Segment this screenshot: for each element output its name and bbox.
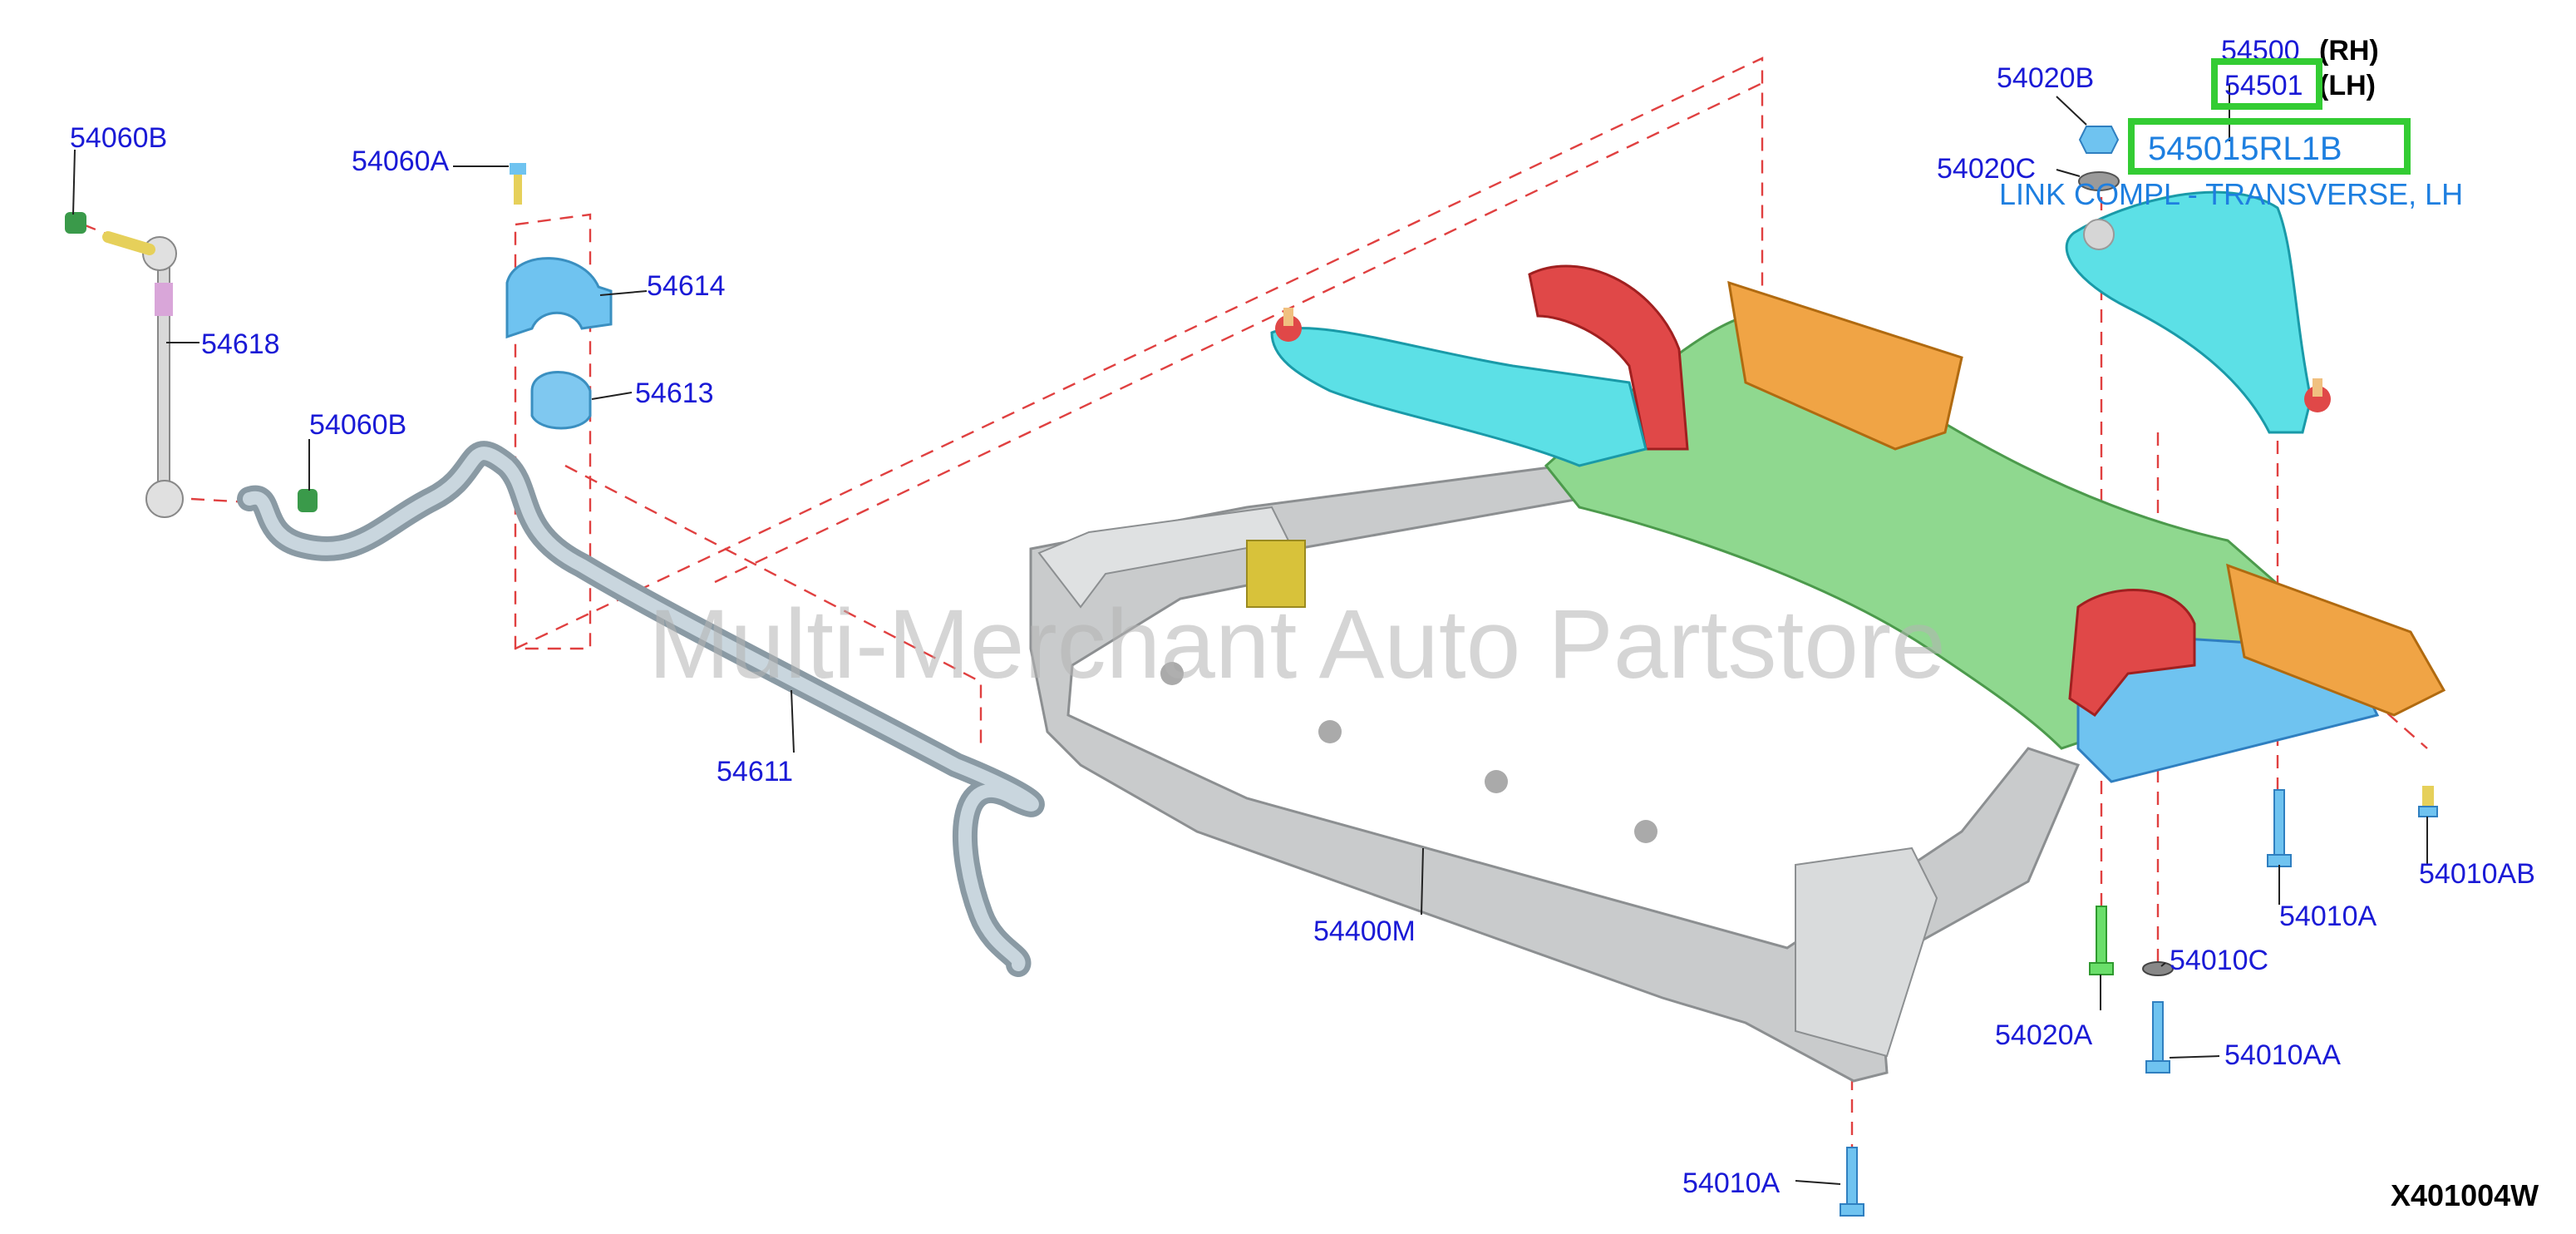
stabilizer-link-54618: [65, 212, 318, 518]
bolt-54010A-right: [2267, 789, 2292, 867]
callout-54501: 54501: [2224, 70, 2303, 101]
callout-54060B-top: 54060B: [70, 122, 167, 154]
callout-54010A-bottom: 54010A: [1682, 1167, 1781, 1199]
callout-54060A: 54060A: [352, 146, 450, 177]
callout-54618: 54618: [201, 328, 280, 360]
bolt-54010AA: [2145, 1001, 2170, 1074]
watermark: Multi-Merchant Auto Partstore: [648, 590, 1946, 699]
highlighted-part-number: 545015RL1B: [2148, 131, 2342, 167]
callout-54010C: 54010C: [2170, 945, 2268, 976]
bolt-54010AB: [2418, 786, 2438, 817]
bolt-54020A: [2089, 906, 2114, 975]
highlight-box-part-number: [2128, 118, 2411, 175]
callout-54020C: 54020C: [1937, 153, 2036, 185]
nut-icon: [65, 212, 86, 234]
highlight-box-54501: [2211, 58, 2322, 110]
callout-54010AA: 54010AA: [2224, 1039, 2341, 1071]
callout-54501-side: (LH): [2319, 70, 2376, 101]
callout-54400M: 54400M: [1313, 916, 1416, 947]
part-description: LINK COMPL - TRANSVERSE, LH: [1999, 177, 2463, 211]
stabilizer-bracket-54614: [505, 257, 613, 339]
orange-bracket-rear: [1727, 280, 1963, 451]
stabilizer-bar-54611: [237, 441, 1045, 977]
nut-54020B: [2078, 126, 2120, 154]
callout-labels: 54060B 54060A 54614 54618 54613 54060B 5…: [70, 35, 2535, 1199]
callout-54020B: 54020B: [1997, 62, 2094, 94]
callout-54611: 54611: [717, 756, 793, 787]
washer-54010C: [2142, 961, 2174, 976]
red-bracket-rear: [1528, 264, 1689, 451]
control-arm-left: [1270, 308, 1648, 467]
bolt-54060A: [510, 163, 526, 205]
leader-lines: [72, 85, 2428, 1185]
washer-54020C: [2078, 171, 2120, 191]
callout-54500-side: (RH): [2319, 35, 2379, 67]
highlight-group: 545015RL1B LINK COMPL - TRANSVERSE, LH: [1999, 58, 2463, 211]
red-bracket-front: [2068, 589, 2196, 718]
callout-54614: 54614: [647, 270, 726, 302]
diagram-code: X401004W: [2391, 1178, 2539, 1212]
orange-bracket-front: [2226, 563, 2446, 717]
callout-54010AB: 54010AB: [2419, 858, 2535, 890]
nut-icon: [298, 489, 318, 512]
callout-54613: 54613: [635, 378, 714, 409]
callout-54060B-mid: 54060B: [309, 409, 406, 441]
callout-54010A-right: 54010A: [2279, 901, 2377, 932]
control-arm-54501-lh: [2065, 190, 2331, 434]
stabilizer-bushing-54613: [530, 371, 592, 430]
bolt-54010A-bottom: [1840, 1147, 1864, 1217]
front-frame-54400M: [1029, 464, 2081, 1083]
callout-54020A: 54020A: [1995, 1019, 2093, 1051]
